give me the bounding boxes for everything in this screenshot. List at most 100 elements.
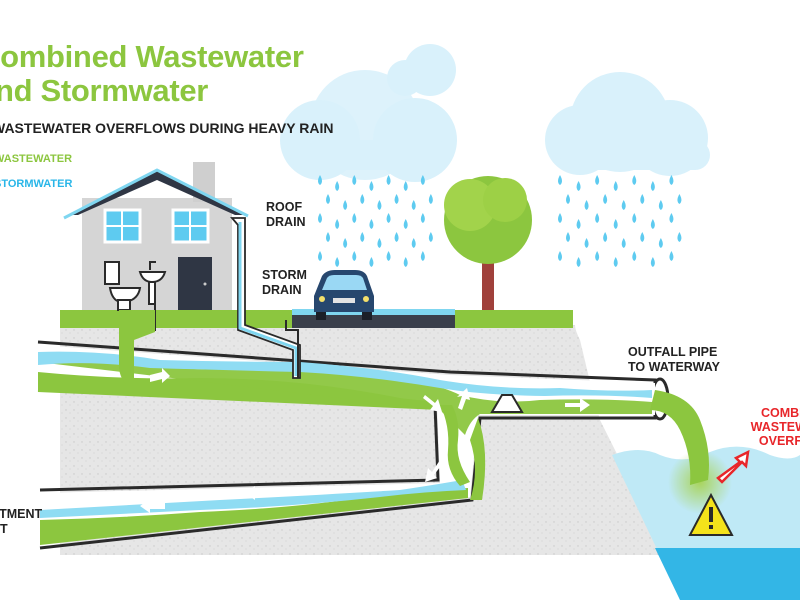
legend-stormwater: STORMWATER [0,178,73,190]
raindrop-icon [621,238,626,248]
raindrop-icon [360,232,365,242]
diagram-title: Combined Wastewater and Stormwater [0,40,304,108]
raindrop-icon [428,232,433,242]
raindrop-icon [632,175,637,185]
label-storm-drain: STORM DRAIN [262,268,307,297]
raindrop-icon [595,175,600,185]
raindrop-icon [650,181,655,191]
raindrop-icon [352,213,357,223]
house [63,162,249,310]
raindrop-icon [613,219,618,229]
raindrop-icon [377,238,382,248]
raindrop-icon [403,257,408,267]
diagram-subtitle: WASTEWATER OVERFLOWS DURING HEAVY RAIN [0,120,334,136]
title-line-1: Combined Wastewater [0,39,304,74]
toilet-icon [104,261,142,311]
raindrop-icon [403,219,408,229]
raindrop-icon [386,213,391,223]
warning-icon [688,492,734,536]
overflow-arrow-icon [716,449,750,484]
label-outfall-pipe: OUTFALL PIPE TO WATERWAY [628,345,720,374]
raindrop-icon [658,238,663,248]
grass-left [60,310,292,328]
raindrop-icon [658,200,663,210]
raindrop-icon [576,181,581,191]
raindrop-icon [603,194,608,204]
raindrop-icon [369,181,374,191]
raindrop-icon [584,200,589,210]
raindrop-icon [576,257,581,267]
label-overflow: COMBINED WASTEWATER OVERFLOW [750,406,800,448]
raindrop-icon [318,175,682,267]
raindrop-icon [386,251,391,261]
cloud-icon [280,44,710,182]
raindrop-icon [318,251,322,261]
raindrop-icon [369,219,374,229]
raindrop-icon [369,257,374,267]
overflow-stream [650,390,709,485]
raindrop-icon [650,219,655,229]
label-treatment-plant: TO TREATMENT PLANT [0,507,43,536]
raindrop-icon [640,232,645,242]
raindrop-icon [411,238,416,248]
raindrop-icon [411,200,416,210]
raindrop-icon [558,175,562,185]
raindrop-icon [558,213,562,223]
raindrop-icon [326,194,330,204]
raindrop-icon [669,251,674,261]
title-line-2: and Stormwater [0,73,209,108]
raindrop-icon [613,257,618,267]
raindrop-icon [621,200,626,210]
raindrop-icon [650,257,655,267]
raindrop-icon [613,181,618,191]
raindrop-icon [394,232,399,242]
wastewater-flow-upper [38,372,440,410]
legend-wastewater: WASTEWATER [0,153,73,165]
raindrop-icon [335,257,340,267]
raindrop-icon [595,251,600,261]
raindrop-icon [669,213,674,223]
raindrop-icon [386,175,391,185]
raindrop-icon [640,194,645,204]
raindrop-icon [558,251,562,261]
raindrop-icon [318,175,322,185]
raindrop-icon [576,219,581,229]
raindrop-icon [669,175,674,185]
raindrop-icon [566,194,570,204]
wastewater-flow-lower [40,488,468,545]
label-roof-drain: ROOF DRAIN [266,200,306,229]
raindrop-icon [352,251,357,261]
raindrop-icon [632,213,637,223]
raindrop-icon [343,200,348,210]
raindrop-icon [335,181,340,191]
flow-arrow-icon [140,368,590,513]
sink-icon [138,261,167,305]
raindrop-icon [632,251,637,261]
raindrop-icon [360,194,365,204]
raindrop-icon [584,238,589,248]
raindrop-icon [420,175,425,185]
raindrop-icon [343,238,348,248]
grass-right [455,310,573,328]
raindrop-icon [595,213,600,223]
raindrop-icon [420,213,425,223]
raindrop-icon [420,251,425,261]
weir [490,394,524,413]
raindrop-icon [326,232,330,242]
raindrop-icon [335,219,340,229]
raindrop-icon [403,181,408,191]
car-icon [314,270,374,320]
tree-icon [444,176,532,310]
raindrop-icon [394,194,399,204]
raindrop-icon [603,232,608,242]
raindrop-icon [352,175,357,185]
raindrop-icon [566,232,570,242]
raindrop-icon [377,200,382,210]
raindrop-icon [677,232,682,242]
raindrop-icon [318,213,322,223]
road [292,312,455,328]
raindrop-icon [428,194,433,204]
raindrop-icon [677,194,682,204]
